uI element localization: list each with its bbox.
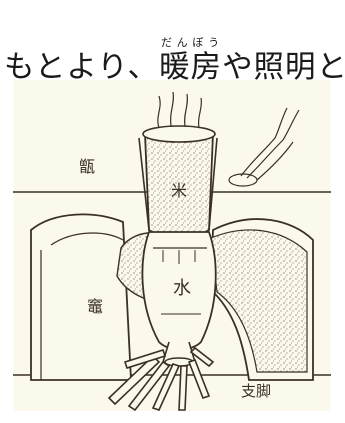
body-text-line: もとより、暖房だんぼうや照明と bbox=[0, 36, 345, 76]
label-kamado: 竈 bbox=[87, 297, 103, 316]
stove-drawing: 甑 米 水 竈 支脚 bbox=[13, 80, 331, 411]
label-water: 水 bbox=[173, 278, 191, 299]
ruby-reading: だんぼう bbox=[159, 36, 222, 49]
label-rice: 米 bbox=[171, 181, 187, 200]
label-koshiki: 甑 bbox=[79, 157, 95, 176]
top-steam bbox=[158, 92, 202, 128]
cooking-stove-illustration: 甑 米 水 竈 支脚 bbox=[13, 80, 331, 411]
label-shikyaku: 支脚 bbox=[241, 382, 271, 400]
side-steam bbox=[229, 108, 299, 186]
stove-body-left bbox=[31, 214, 131, 380]
